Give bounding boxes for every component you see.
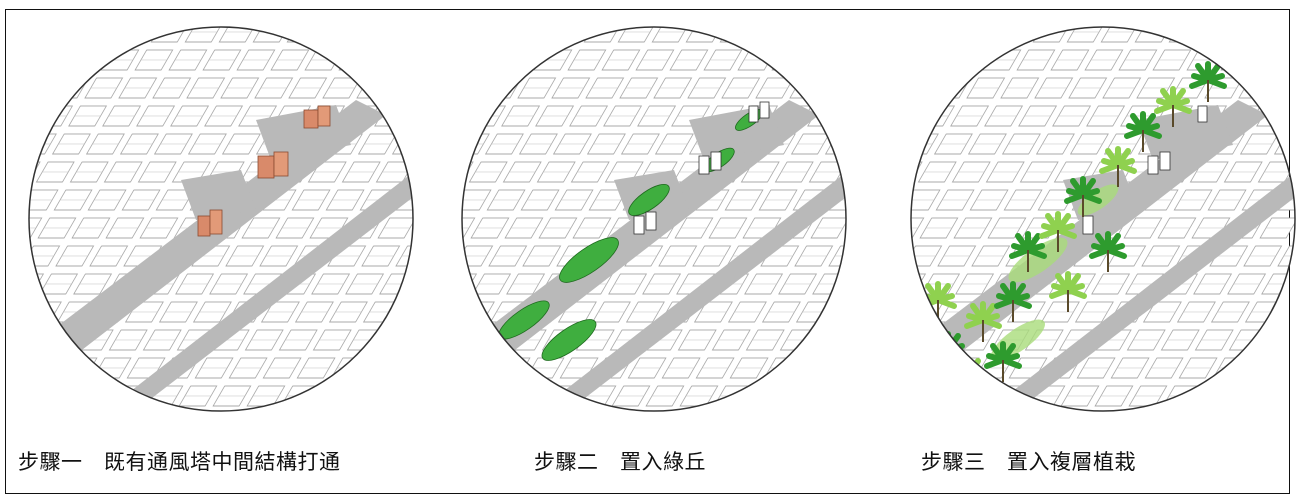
panel-circle-border <box>28 26 414 412</box>
caption-step2: 步驟二 置入綠丘 <box>534 450 706 474</box>
city-block-map <box>462 27 846 411</box>
vent-frame <box>1082 105 1208 235</box>
parallel-road <box>96 170 413 411</box>
vent-tower <box>257 151 289 179</box>
cross-street <box>689 105 784 160</box>
vent-frame <box>633 101 770 235</box>
figure-frame: 步驟一 既有通風塔中間結構打通 步驟二 置入綠丘 步驟三 置入複層植栽 <box>5 9 1296 494</box>
cross-street <box>1138 105 1233 160</box>
step3-illustration <box>910 26 1296 412</box>
cross-street <box>181 170 256 220</box>
parallel-road <box>529 170 846 411</box>
city-block-map <box>911 27 1295 411</box>
panel-step1 <box>26 20 416 418</box>
step2-illustration <box>461 26 847 412</box>
step1-illustration <box>28 26 414 412</box>
caption-step1: 步驟一 既有通風塔中間結構打通 <box>18 450 341 474</box>
vent-tower <box>197 209 223 237</box>
main-road <box>462 100 819 370</box>
vent-tower <box>303 105 331 129</box>
caption-step3: 步驟三 置入複層植栽 <box>921 450 1136 474</box>
panel-circle-border <box>910 26 1296 412</box>
panel-step2 <box>459 20 849 418</box>
panel-circle-border <box>461 26 847 412</box>
panel-step3 <box>908 20 1296 418</box>
city-block-map <box>29 27 413 411</box>
parallel-road <box>978 170 1295 411</box>
